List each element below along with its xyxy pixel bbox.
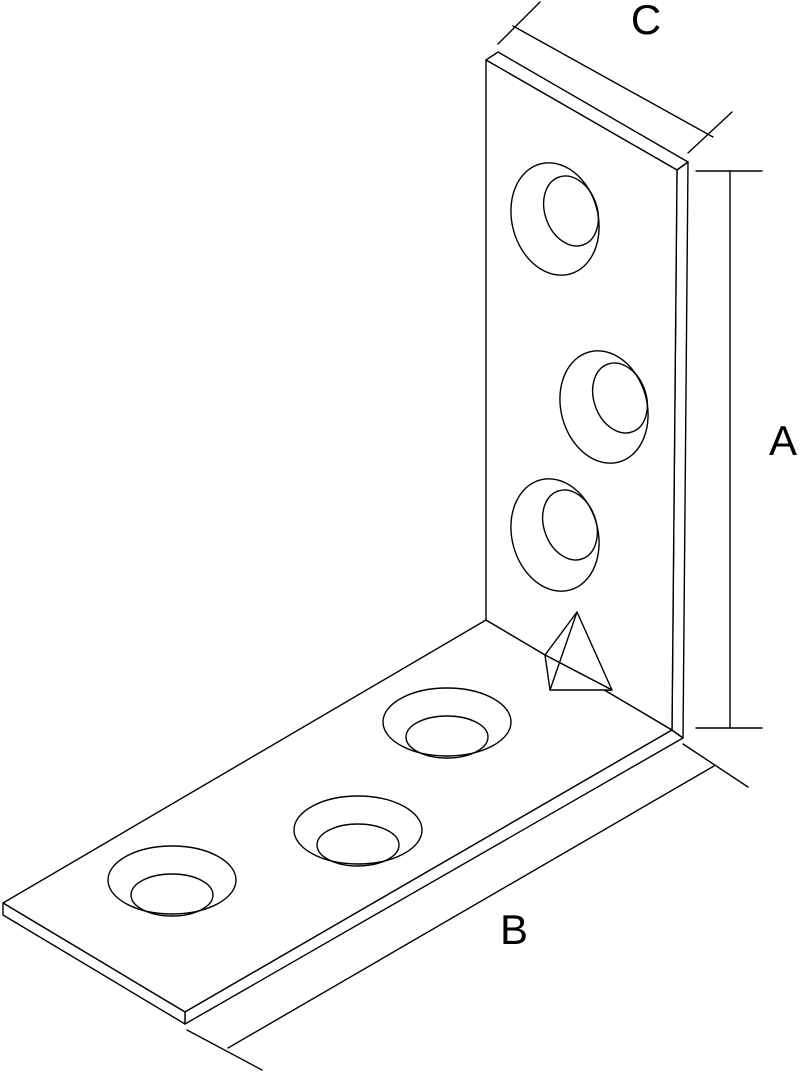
horizontal-leg-hole-1 <box>382 687 512 759</box>
dimension-a-label: A <box>769 417 797 464</box>
dimension-c-label: C <box>631 0 661 43</box>
vertical-leg <box>485 51 689 739</box>
dimension-b-label: B <box>500 906 528 953</box>
horizontal-leg-hole-3 <box>107 845 237 917</box>
vertical-leg-hole-1 <box>510 162 600 276</box>
vertical-leg-hole-3 <box>510 478 600 592</box>
horizontal-leg-hole-2 <box>293 795 423 867</box>
horizontal-leg-end-edge <box>2 902 186 1025</box>
dimension-c: C <box>497 0 733 154</box>
dimension-b: B <box>186 743 749 1071</box>
vertical-leg-front-face <box>485 59 678 731</box>
dimension-a: A <box>695 170 797 729</box>
vertical-leg-hole-2 <box>559 350 649 464</box>
stiffening-rib <box>544 611 613 691</box>
